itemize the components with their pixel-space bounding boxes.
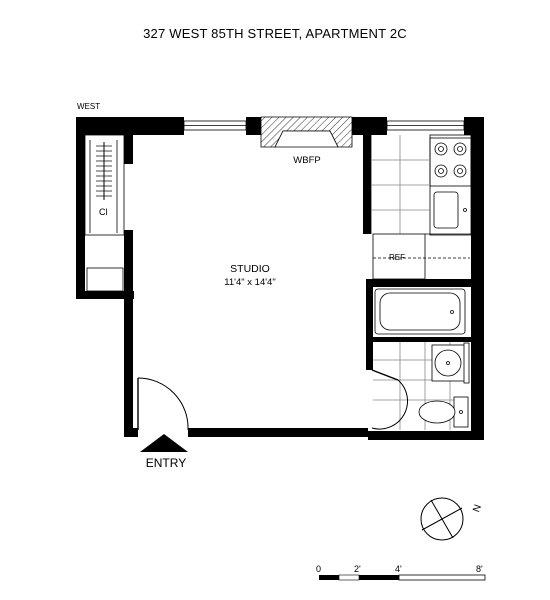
toilet-bowl	[418, 400, 456, 424]
scale-tick-8: 8'	[476, 564, 483, 574]
compass	[420, 497, 464, 541]
scale-tick-0: 0	[316, 564, 322, 574]
room-dimensions: 11'4" x 14'4"	[224, 277, 276, 288]
burner-3	[434, 164, 448, 178]
closet-pillar	[124, 230, 133, 270]
burner-4	[453, 164, 467, 178]
compass-circle	[420, 497, 464, 541]
refrigerator	[372, 233, 426, 280]
closet-shelf	[86, 267, 124, 292]
closet	[84, 134, 125, 236]
burner-1	[434, 142, 448, 156]
closet-hangers	[96, 145, 112, 197]
counter	[429, 134, 472, 236]
wall-partition-lower	[366, 285, 373, 370]
wall-bath-mid	[372, 337, 471, 342]
doors	[137, 369, 408, 431]
closet-interior	[84, 134, 125, 236]
entry-label: ENTRY	[145, 456, 187, 470]
page-title: 327 WEST 85TH STREET, APARTMENT 2C	[143, 26, 407, 41]
bath-sink	[434, 349, 462, 377]
bathtub	[374, 288, 466, 335]
bath-door-swing	[371, 379, 408, 430]
scale-tick-4: 4'	[395, 564, 402, 574]
entry-arrow	[140, 434, 188, 452]
wall-bottom-left	[124, 428, 138, 437]
wall-top-mid	[246, 117, 261, 135]
wall-closet-divider	[124, 134, 133, 164]
entry-door-swing	[137, 377, 189, 431]
wall-partition	[363, 134, 371, 234]
fireplace	[260, 116, 353, 148]
wall-closet-bottom	[76, 291, 134, 299]
fireplace-opening	[274, 130, 339, 148]
bath-door-leaf	[371, 369, 399, 381]
range	[429, 137, 472, 187]
scale-tick-2: 2'	[354, 564, 361, 574]
wall-top-mid-right	[352, 117, 387, 135]
bathroom	[373, 288, 470, 430]
walls	[76, 117, 484, 440]
scale-bar	[319, 574, 486, 581]
orientation-label: WEST	[77, 102, 101, 111]
room-name: STUDIO	[230, 263, 270, 275]
wall-left	[76, 117, 85, 297]
fireplace-label: WBFP	[293, 155, 321, 166]
wall-bath-top	[366, 279, 471, 287]
kitchen	[370, 134, 472, 280]
wall-bottom-main	[188, 428, 368, 437]
wall-right	[471, 117, 484, 440]
burner-2	[453, 142, 467, 156]
wall-top-left	[76, 117, 184, 135]
toilet-tank	[453, 396, 469, 428]
kitchen-sink	[433, 191, 459, 229]
refrigerator-label: REF	[389, 253, 405, 262]
wall-bottom-right	[368, 431, 484, 440]
closet-label: Cl	[99, 207, 108, 217]
wall-inner-left	[124, 260, 133, 437]
windows	[183, 120, 465, 131]
